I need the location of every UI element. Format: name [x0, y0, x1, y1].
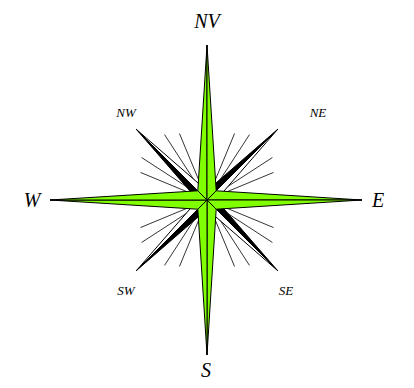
diagonal-point	[207, 129, 278, 200]
diagonal-point	[136, 200, 207, 271]
diagonal-point	[207, 200, 278, 271]
main-point	[207, 200, 362, 209]
direction-label: SW	[117, 284, 134, 297]
direction-label: E	[372, 190, 384, 210]
diagonal-point	[207, 200, 278, 271]
main-point	[207, 200, 216, 355]
direction-label: NV	[194, 11, 220, 31]
main-point	[50, 191, 207, 200]
direction-label: S	[201, 360, 211, 380]
diagonal-point	[207, 129, 278, 200]
diagonal-point	[136, 129, 207, 200]
main-point	[207, 45, 216, 200]
direction-label: W	[24, 190, 41, 210]
main-point	[50, 200, 207, 209]
main-point	[198, 200, 207, 355]
diagonal-point	[136, 129, 207, 200]
direction-label: SE	[279, 284, 293, 297]
direction-label: NW	[116, 106, 136, 119]
main-point	[207, 191, 362, 200]
diagonal-point	[136, 200, 207, 271]
direction-label: NE	[310, 106, 327, 119]
main-point	[198, 45, 207, 200]
